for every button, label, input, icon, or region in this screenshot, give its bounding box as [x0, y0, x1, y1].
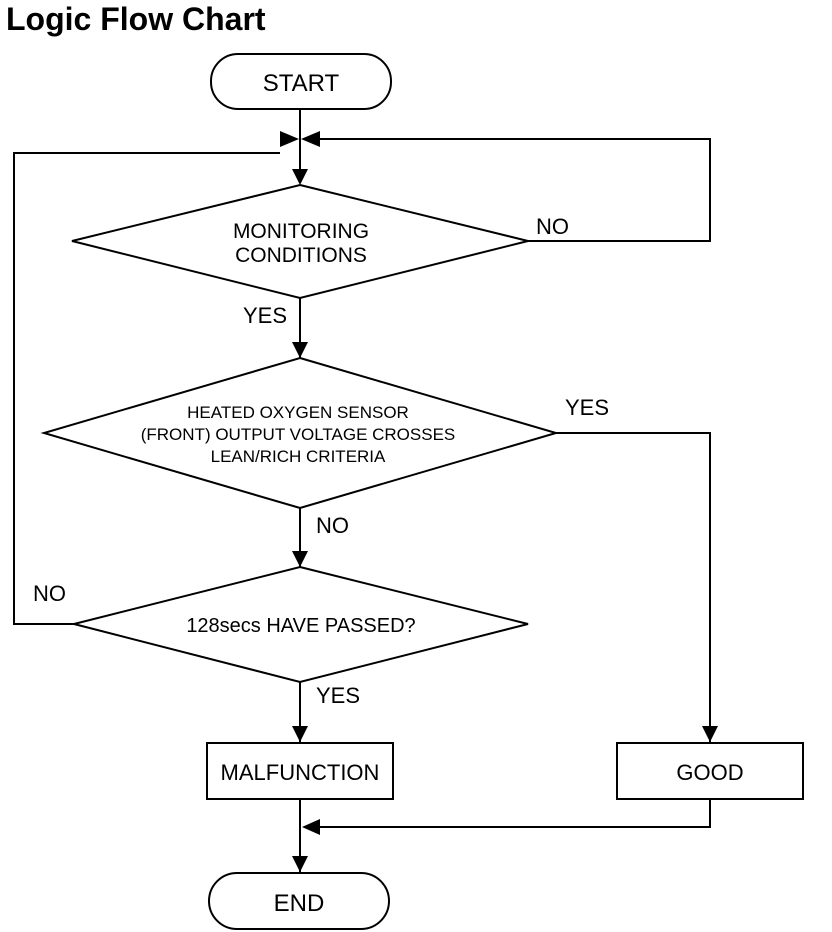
arrow-into-sensor [292, 342, 308, 358]
timer-label: 128secs HAVE PASSED? [186, 615, 415, 637]
monitoring-label-1: MONITORING [233, 220, 369, 243]
edge-label-monitoring-yes: YES [243, 303, 287, 328]
arrow-into-malfunction [292, 726, 308, 742]
arrow-good-merge [302, 819, 320, 835]
edge-label-timer-no: NO [33, 581, 66, 606]
edge-label-sensor-no: NO [316, 513, 349, 538]
page-title: Logic Flow Chart [6, 1, 266, 37]
connector-sensor-yes [556, 432, 711, 742]
start-label: START [263, 70, 340, 97]
good-label: GOOD [676, 760, 743, 785]
arrow-into-timer [292, 551, 308, 567]
connector-timer-no [13, 152, 280, 625]
sensor-label-1: HEATED OXYGEN SENSOR [187, 403, 409, 422]
sensor-label-3: LEAN/RICH CRITERIA [211, 447, 386, 466]
merge-arrow-right [301, 131, 320, 147]
arrow-into-good [702, 726, 718, 742]
edge-label-sensor-yes: YES [565, 395, 609, 420]
edge-label-timer-yes: YES [316, 683, 360, 708]
monitoring-label-2: CONDITIONS [235, 244, 367, 267]
edge-label-monitoring-no: NO [536, 214, 569, 239]
sensor-label-2: (FRONT) OUTPUT VOLTAGE CROSSES [141, 425, 456, 444]
arrow-into-end [292, 856, 308, 872]
end-terminal [208, 872, 390, 930]
end-label: END [274, 890, 325, 917]
connector-good-end [320, 799, 711, 828]
malfunction-label: MALFUNCTION [221, 760, 380, 785]
arrow-into-monitoring [292, 169, 308, 185]
merge-arrow-left [280, 131, 299, 147]
connector-monitoring-no [320, 138, 711, 242]
